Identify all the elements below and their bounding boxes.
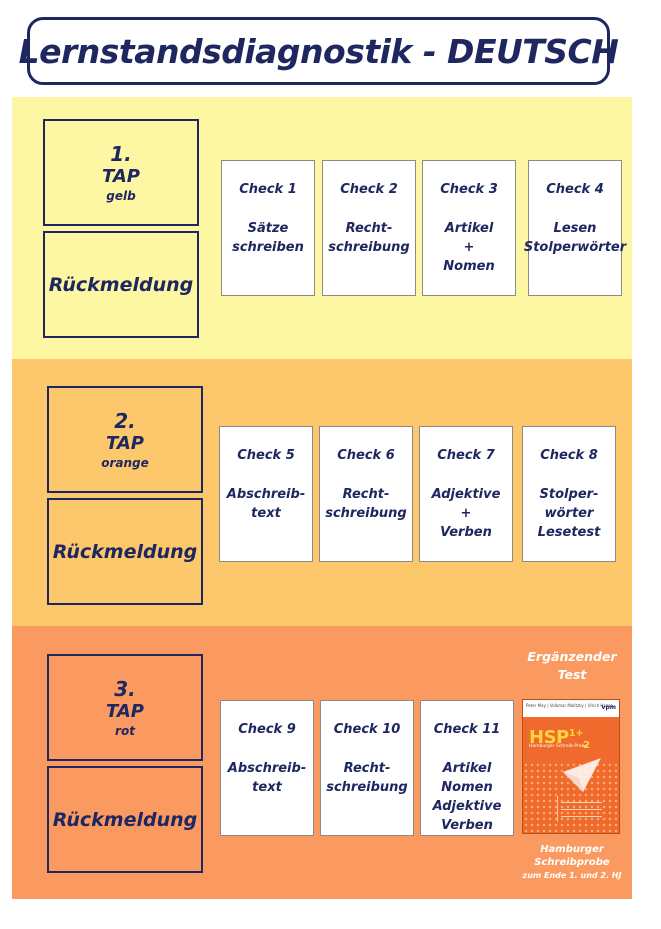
tap-2-box: 2. TAP orange (47, 386, 203, 493)
check-card-7: Check 7 Adjektive + Verben (419, 426, 513, 562)
check-card-11: Check 11 Artikel Nomen Adjektive Verben (420, 700, 514, 836)
check-title: Check 11 (433, 722, 501, 737)
check-title: Check 4 (546, 182, 604, 197)
check-card-9: Check 9 Abschreib- text (220, 700, 314, 836)
check-card-8: Check 8 Stolper- wörter Lesetest (522, 426, 616, 562)
tap-color-name: gelb (106, 188, 136, 203)
form-lines (557, 796, 602, 822)
section-2-band: 2. TAP orange Rückmeldung Check 5 Abschr… (12, 359, 632, 626)
section-1-band: 1. TAP gelb Rückmeldung Check 1 Sätze sc… (12, 97, 632, 359)
check-line: schreibung (325, 506, 407, 521)
hsp-subtitle: Hamburger Schreib-Probe (529, 744, 588, 749)
hsp-logo-sub: 2 (583, 739, 590, 751)
publisher-logo: vpm (601, 704, 616, 711)
check-line: schreibung (326, 780, 408, 795)
check-line: text (252, 780, 282, 795)
check-card-1: Check 1 Sätze schreiben (221, 160, 315, 296)
tap-label: TAP (105, 432, 144, 454)
feedback-1-box: Rückmeldung (43, 231, 199, 338)
check-title: Check 5 (237, 448, 295, 463)
tap-1-box: 1. TAP gelb (43, 119, 199, 226)
check-line: Recht- (342, 487, 390, 502)
feedback-3-box: Rückmeldung (47, 766, 203, 873)
check-title: Check 3 (440, 182, 498, 197)
extra-test-heading: Ergänzender Test (522, 648, 622, 684)
check-line: Recht- (345, 221, 393, 236)
check-line: Verben (441, 818, 493, 833)
check-card-3: Check 3 Artikel + Nomen (422, 160, 516, 296)
check-card-6: Check 6 Recht- schreibung (319, 426, 413, 562)
check-line: + (463, 240, 475, 255)
caption-line: zum Ende 1. und 2. HJ (522, 871, 622, 880)
check-card-2: Check 2 Recht- schreibung (322, 160, 416, 296)
check-line: Abschreib- (226, 487, 306, 502)
extra-test-caption: Hamburger Schreibprobe zum Ende 1. und 2… (522, 843, 622, 882)
caption-line: Schreibprobe (534, 857, 610, 868)
check-line: Adjektive (432, 799, 502, 814)
check-line: Adjektive (431, 487, 501, 502)
extra-test-heading-line: Ergänzender (527, 649, 617, 664)
check-title: Check 2 (340, 182, 398, 197)
check-line: Recht- (343, 761, 391, 776)
check-line: Lesen (553, 221, 597, 236)
check-line: schreibung (328, 240, 410, 255)
check-line: Nomen (441, 780, 493, 795)
check-line: Nomen (443, 259, 495, 274)
check-line: Lesetest (537, 525, 601, 540)
page-title: Lernstandsdiagnostik - DEUTSCH (19, 17, 619, 85)
check-line: wörter (544, 506, 594, 521)
check-title: Check 8 (540, 448, 598, 463)
tap-number: 1. (110, 141, 132, 166)
hsp-cover-header: Peter May | Volkmar Malitzky | Ulrich Ha… (523, 700, 619, 717)
hsp-logo-text: HSP (529, 727, 569, 748)
check-title: Check 9 (238, 722, 296, 737)
check-line: Verben (440, 525, 492, 540)
check-line: + (460, 506, 472, 521)
check-title: Check 1 (239, 182, 297, 197)
hsp-logo-super: 1+ (568, 728, 584, 739)
check-line: Artikel (444, 221, 494, 236)
tap-label: TAP (101, 165, 140, 187)
tap-number: 2. (114, 408, 136, 433)
tap-color-name: orange (101, 455, 149, 470)
check-title: Check 10 (333, 722, 401, 737)
check-card-4: Check 4 Lesen Stolperwörter (524, 160, 626, 296)
check-line: Artikel (442, 761, 492, 776)
tap-3-box: 3. TAP rot (47, 654, 203, 761)
check-line: Abschreib- (227, 761, 307, 776)
check-title: Check 6 (337, 448, 395, 463)
check-line: schreiben (232, 240, 304, 255)
extra-test-heading-line: Test (557, 667, 587, 682)
hsp-book-cover: Peter May | Volkmar Malitzky | Ulrich Ha… (522, 699, 620, 834)
paper-plane-icon (563, 758, 601, 792)
check-line: text (251, 506, 281, 521)
check-card-5: Check 5 Abschreib- text (219, 426, 313, 562)
tap-color-name: rot (115, 723, 135, 738)
tap-number: 3. (114, 676, 136, 701)
check-line: Stolperwörter (523, 240, 627, 255)
tap-label: TAP (105, 700, 144, 722)
hsp-logo: HSP1+2 (529, 722, 590, 752)
check-line: Stolper- (539, 487, 599, 502)
feedback-2-box: Rückmeldung (47, 498, 203, 605)
check-card-10: Check 10 Recht- schreibung (320, 700, 414, 836)
caption-line: Hamburger (540, 844, 604, 855)
check-title: Check 7 (437, 448, 495, 463)
hsp-authors: Peter May | Volkmar Malitzky | Ulrich Ha… (526, 703, 613, 708)
check-line: Sätze (247, 221, 289, 236)
